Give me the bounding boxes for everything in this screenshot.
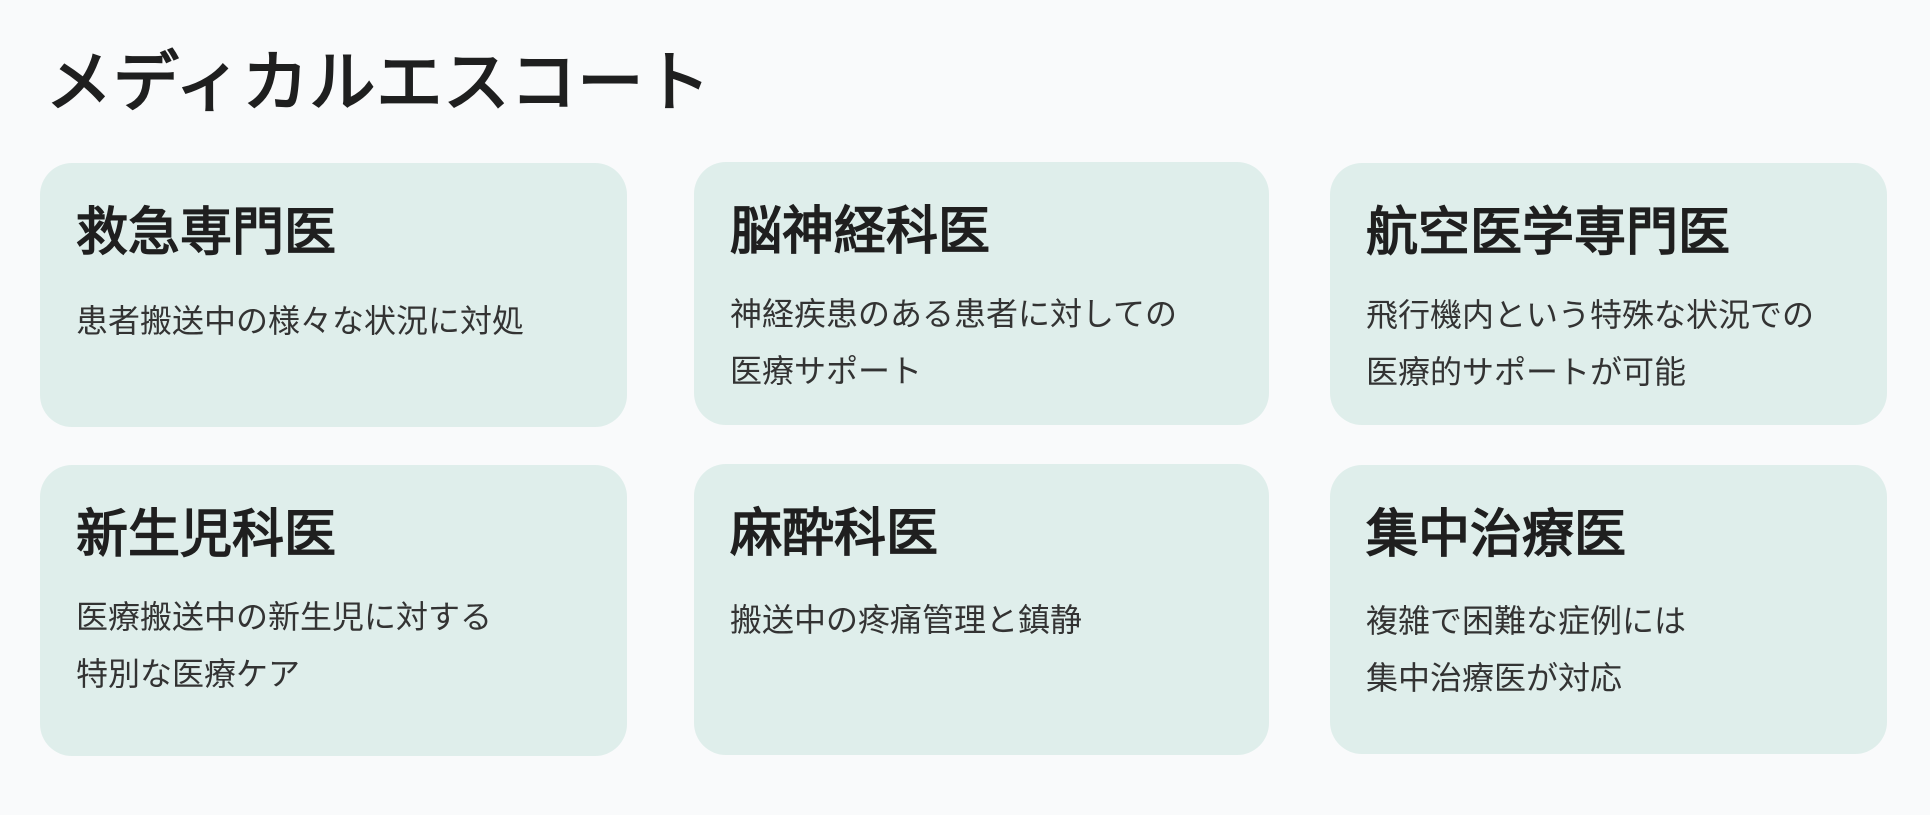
card-neonatologist: 新生児科医 医療搬送中の新生児に対する 特別な医療ケア bbox=[40, 465, 627, 756]
card-title: 新生児科医 bbox=[76, 505, 337, 565]
card-description-line: 搬送中の疼痛管理と鎮静 bbox=[730, 601, 1083, 639]
card-description-line: 飛行機内という特殊な状況での bbox=[1366, 296, 1815, 334]
card-description: 患者搬送中の様々な状況に対処 bbox=[76, 293, 593, 350]
card-description: 搬送中の疼痛管理と鎮静 bbox=[730, 592, 1235, 649]
card-anesthesiologist: 麻酔科医 搬送中の疼痛管理と鎮静 bbox=[694, 464, 1269, 755]
card-intensivist: 集中治療医 複雑で困難な症例には 集中治療医が対応 bbox=[1330, 465, 1887, 754]
page-title: メディカルエスコート bbox=[46, 44, 712, 121]
card-description: 医療搬送中の新生児に対する 特別な医療ケア bbox=[76, 589, 593, 703]
card-description-line: 特別な医療ケア bbox=[76, 655, 301, 693]
card-title: 麻酔科医 bbox=[730, 504, 939, 564]
card-description-line: 医療搬送中の新生児に対する bbox=[76, 598, 493, 636]
card-emergency-physician: 救急専門医 患者搬送中の様々な状況に対処 bbox=[40, 163, 627, 427]
card-description: 複雑で困難な症例には 集中治療医が対応 bbox=[1366, 593, 1853, 707]
card-title: 集中治療医 bbox=[1366, 505, 1627, 565]
card-description: 神経疾患のある患者に対しての 医療サポート bbox=[730, 286, 1235, 400]
card-description: 飛行機内という特殊な状況での 医療的サポートが可能 bbox=[1366, 287, 1853, 401]
card-description-line: 複雑で困難な症例には bbox=[1366, 602, 1687, 640]
card-neurologist: 脳神経科医 神経疾患のある患者に対しての 医療サポート bbox=[694, 162, 1269, 425]
card-description-line: 医療サポート bbox=[730, 352, 923, 390]
card-description-line: 神経疾患のある患者に対しての bbox=[730, 295, 1178, 333]
card-title: 脳神経科医 bbox=[730, 202, 991, 262]
card-title: 救急専門医 bbox=[76, 203, 337, 263]
card-description-line: 患者搬送中の様々な状況に対処 bbox=[76, 302, 525, 340]
card-description-line: 集中治療医が対応 bbox=[1366, 659, 1623, 697]
card-aviation-medicine-specialist: 航空医学専門医 飛行機内という特殊な状況での 医療的サポートが可能 bbox=[1330, 163, 1887, 425]
card-title: 航空医学専門医 bbox=[1366, 203, 1731, 263]
card-description-line: 医療的サポートが可能 bbox=[1366, 353, 1687, 391]
